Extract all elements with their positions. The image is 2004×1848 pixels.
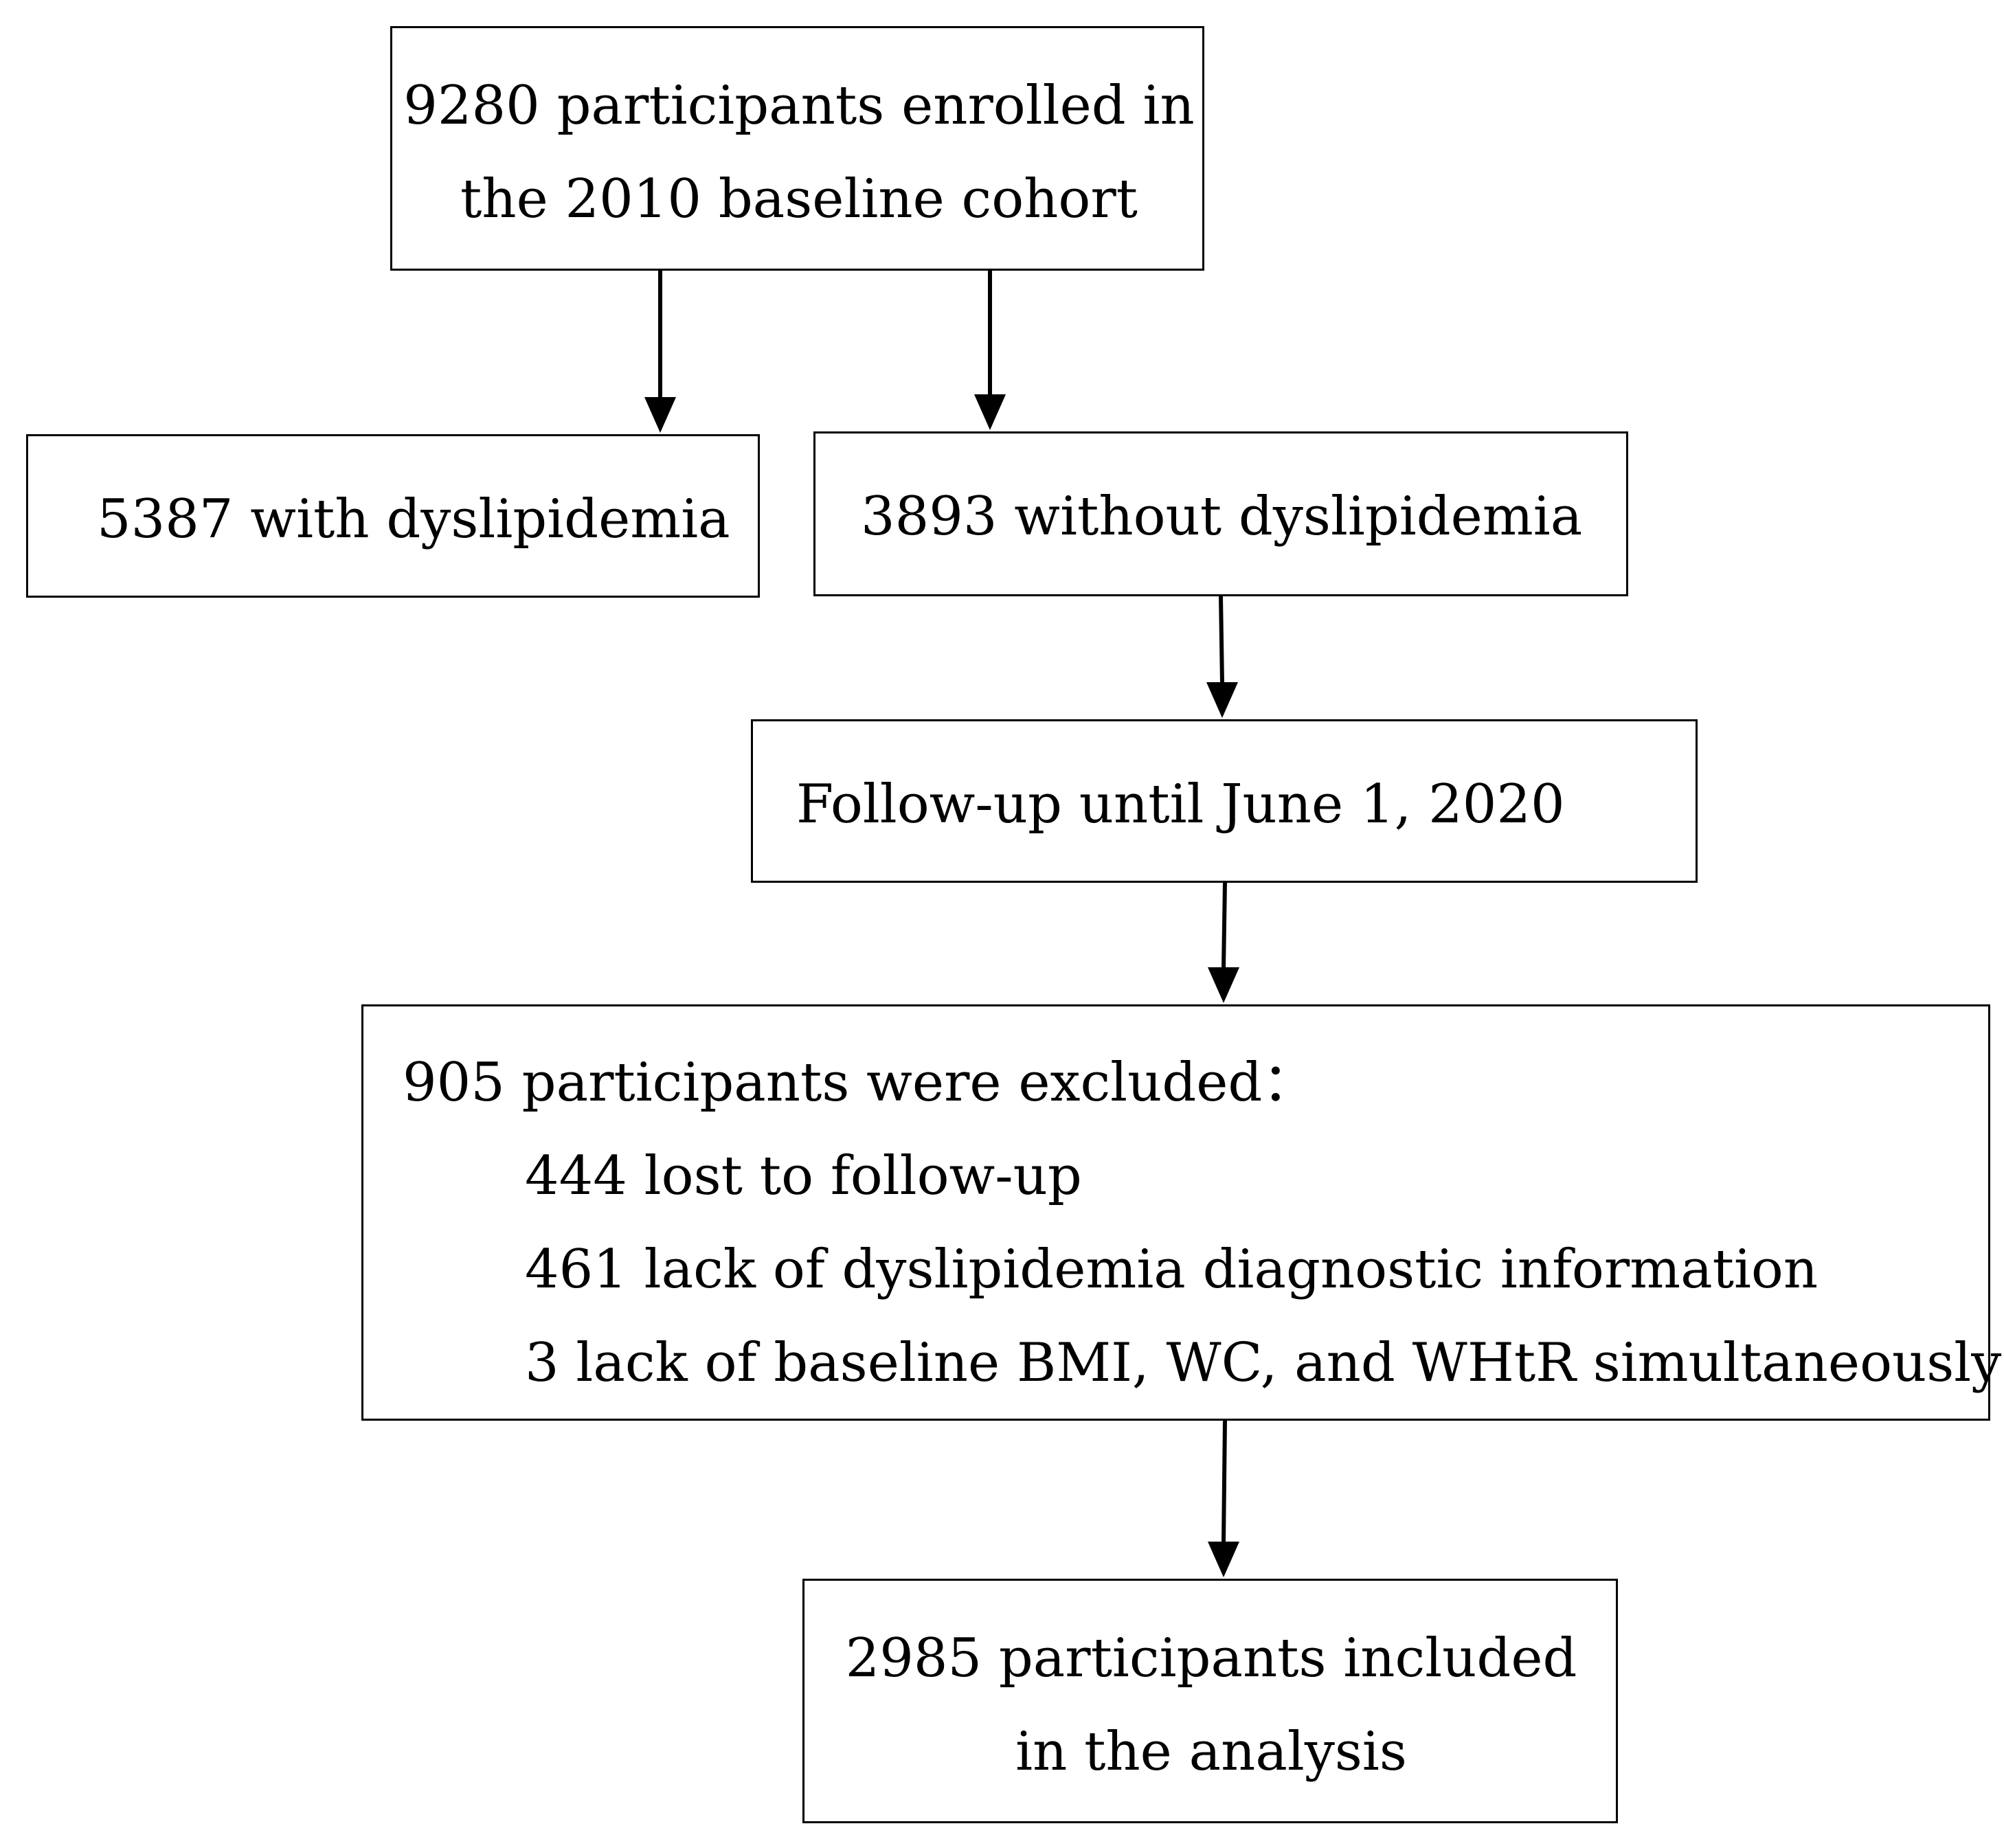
included-line-1: 2985 participants included <box>845 1627 1577 1689</box>
follow-up-label: Follow-up until June 1, 2020 <box>796 774 1565 835</box>
arrowhead-enrolled-to-without <box>974 394 1006 430</box>
with-dyslipidemia-label: 5387 with dyslipidemia <box>97 488 730 550</box>
included-line-2: in the analysis <box>1015 1721 1407 1783</box>
enrolled-box: 9280 participants enrolled in the 2010 b… <box>390 26 1204 271</box>
without-dyslipidemia-label: 3893 without dyslipidemia <box>861 486 1583 548</box>
enrolled-line-2: the 2010 baseline cohort <box>460 168 1138 230</box>
follow-up-box: Follow-up until June 1, 2020 <box>751 719 1698 883</box>
arrow-follow-up-to-excluded <box>1221 882 1227 969</box>
without-dyslipidemia-box: 3893 without dyslipidemia <box>813 431 1628 596</box>
excluded-reason-lack-baseline: 3 lack of baseline BMI, WC, and WHtR sim… <box>525 1332 2002 1394</box>
with-dyslipidemia-box: 5387 with dyslipidemia <box>26 434 760 598</box>
arrowhead-excluded-to-included <box>1208 1542 1239 1577</box>
arrowhead-follow-up-to-excluded <box>1208 967 1239 1003</box>
excluded-heading: 905 participants were excluded： <box>403 1052 1316 1114</box>
arrowhead-enrolled-to-with <box>644 397 676 433</box>
enrolled-line-1: 9280 participants enrolled in <box>403 75 1195 137</box>
excluded-box: 905 participants were excluded： 444 lost… <box>361 1004 2001 1421</box>
arrow-without-to-follow-up <box>1219 596 1224 684</box>
excluded-reason-lack-diagnostic: 461 lack of dyslipidemia diagnostic info… <box>525 1239 1819 1300</box>
arrowhead-without-to-follow-up <box>1206 682 1238 718</box>
arrow-excluded-to-included <box>1221 1420 1227 1544</box>
excluded-reason-lost-follow-up: 444 lost to follow-up <box>525 1145 1082 1207</box>
included-box: 2985 participants included in the analys… <box>802 1579 1618 1823</box>
